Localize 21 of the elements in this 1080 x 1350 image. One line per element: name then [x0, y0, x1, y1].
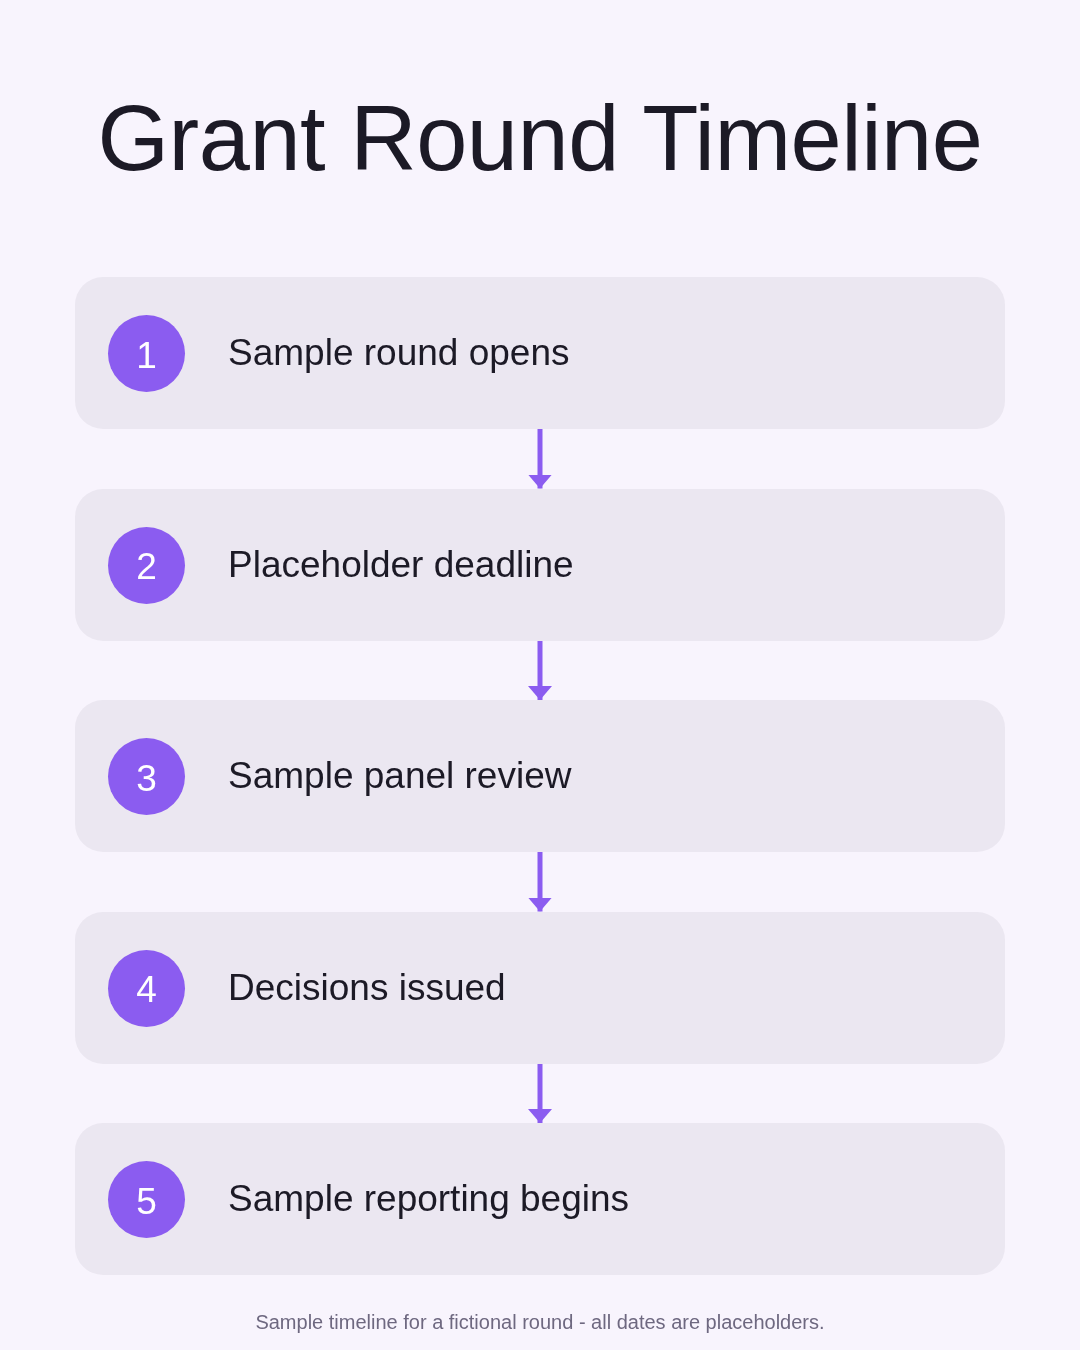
step-card: [75, 488, 1005, 641]
arrow: [528, 429, 552, 489]
step-label: Placeholder deadline: [228, 542, 574, 587]
step-card: [75, 700, 1005, 852]
title: Grant Round Timeline: [97, 86, 983, 191]
step-card: [75, 277, 1005, 429]
step-card: [75, 911, 1005, 1064]
arrow: [528, 852, 552, 912]
step-number-circle: 2: [108, 526, 185, 604]
step-number-circle: 3: [108, 738, 185, 815]
step-card: [75, 1123, 1005, 1275]
arrow: [528, 1063, 552, 1123]
step-label: Sample reporting begins: [228, 1177, 630, 1221]
step-label: Decisions issued: [228, 965, 506, 1010]
caption: Sample timeline for a fictional round - all dates are placeholders.: [255, 1310, 825, 1334]
arrow: [528, 640, 552, 700]
step-label: Sample round opens: [228, 331, 570, 375]
step-number-circle: 1: [108, 315, 185, 392]
step-number-circle: 5: [108, 1161, 185, 1238]
step-label: Sample panel review: [228, 754, 572, 798]
step-number-circle: 4: [108, 949, 185, 1027]
